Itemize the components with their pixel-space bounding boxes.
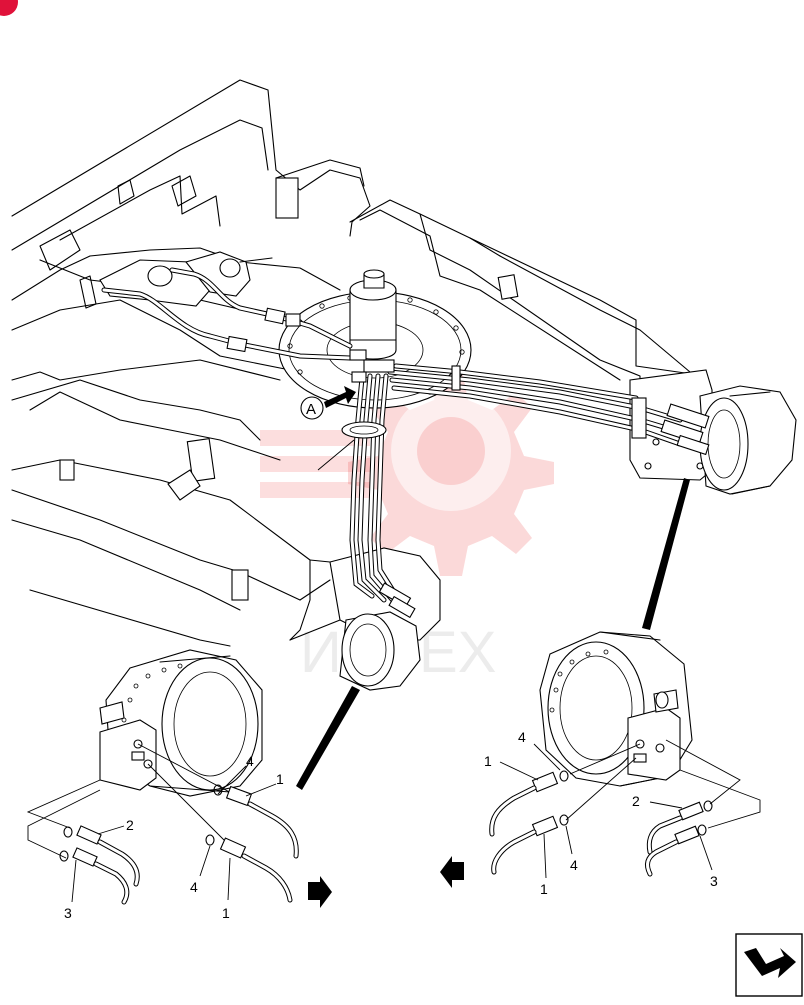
view-a-letter: A [306, 401, 316, 418]
left-detail-view [26, 649, 299, 905]
view-a-indicator: A [300, 386, 356, 471]
callout-left-2: 2 [126, 817, 134, 833]
forward-direction-arrow-icon [306, 874, 332, 908]
blade-cylinder [99, 251, 273, 307]
rotary-joint [349, 269, 397, 360]
callout-right-3: 3 [710, 873, 718, 889]
watermark-gear-icon [260, 370, 554, 576]
next-page-arrow-icon[interactable] [735, 933, 803, 997]
callout-left-4: 4 [246, 753, 254, 769]
right-detail-view [489, 631, 761, 879]
right-travel-motor [660, 385, 797, 495]
callout-left-3: 3 [64, 905, 72, 921]
callout-right-2: 2 [632, 793, 640, 809]
callout-left-1: 1 [276, 771, 284, 787]
callout-right-1: 1 [484, 753, 492, 769]
pointer-left-detail [296, 686, 360, 790]
callout-left-1b: 1 [222, 905, 230, 921]
callout-right-4: 4 [518, 729, 526, 745]
forward-direction-arrow-icon [440, 854, 466, 888]
lower-travel-motor [339, 582, 421, 691]
callout-right-4b: 4 [570, 857, 578, 873]
hydraulic-hoses-main [101, 267, 683, 611]
pointer-right-detail [642, 478, 690, 630]
callout-left-4b: 4 [190, 879, 198, 895]
page-corner-badge-icon [0, 0, 18, 16]
callout-right-1b: 1 [540, 881, 548, 897]
